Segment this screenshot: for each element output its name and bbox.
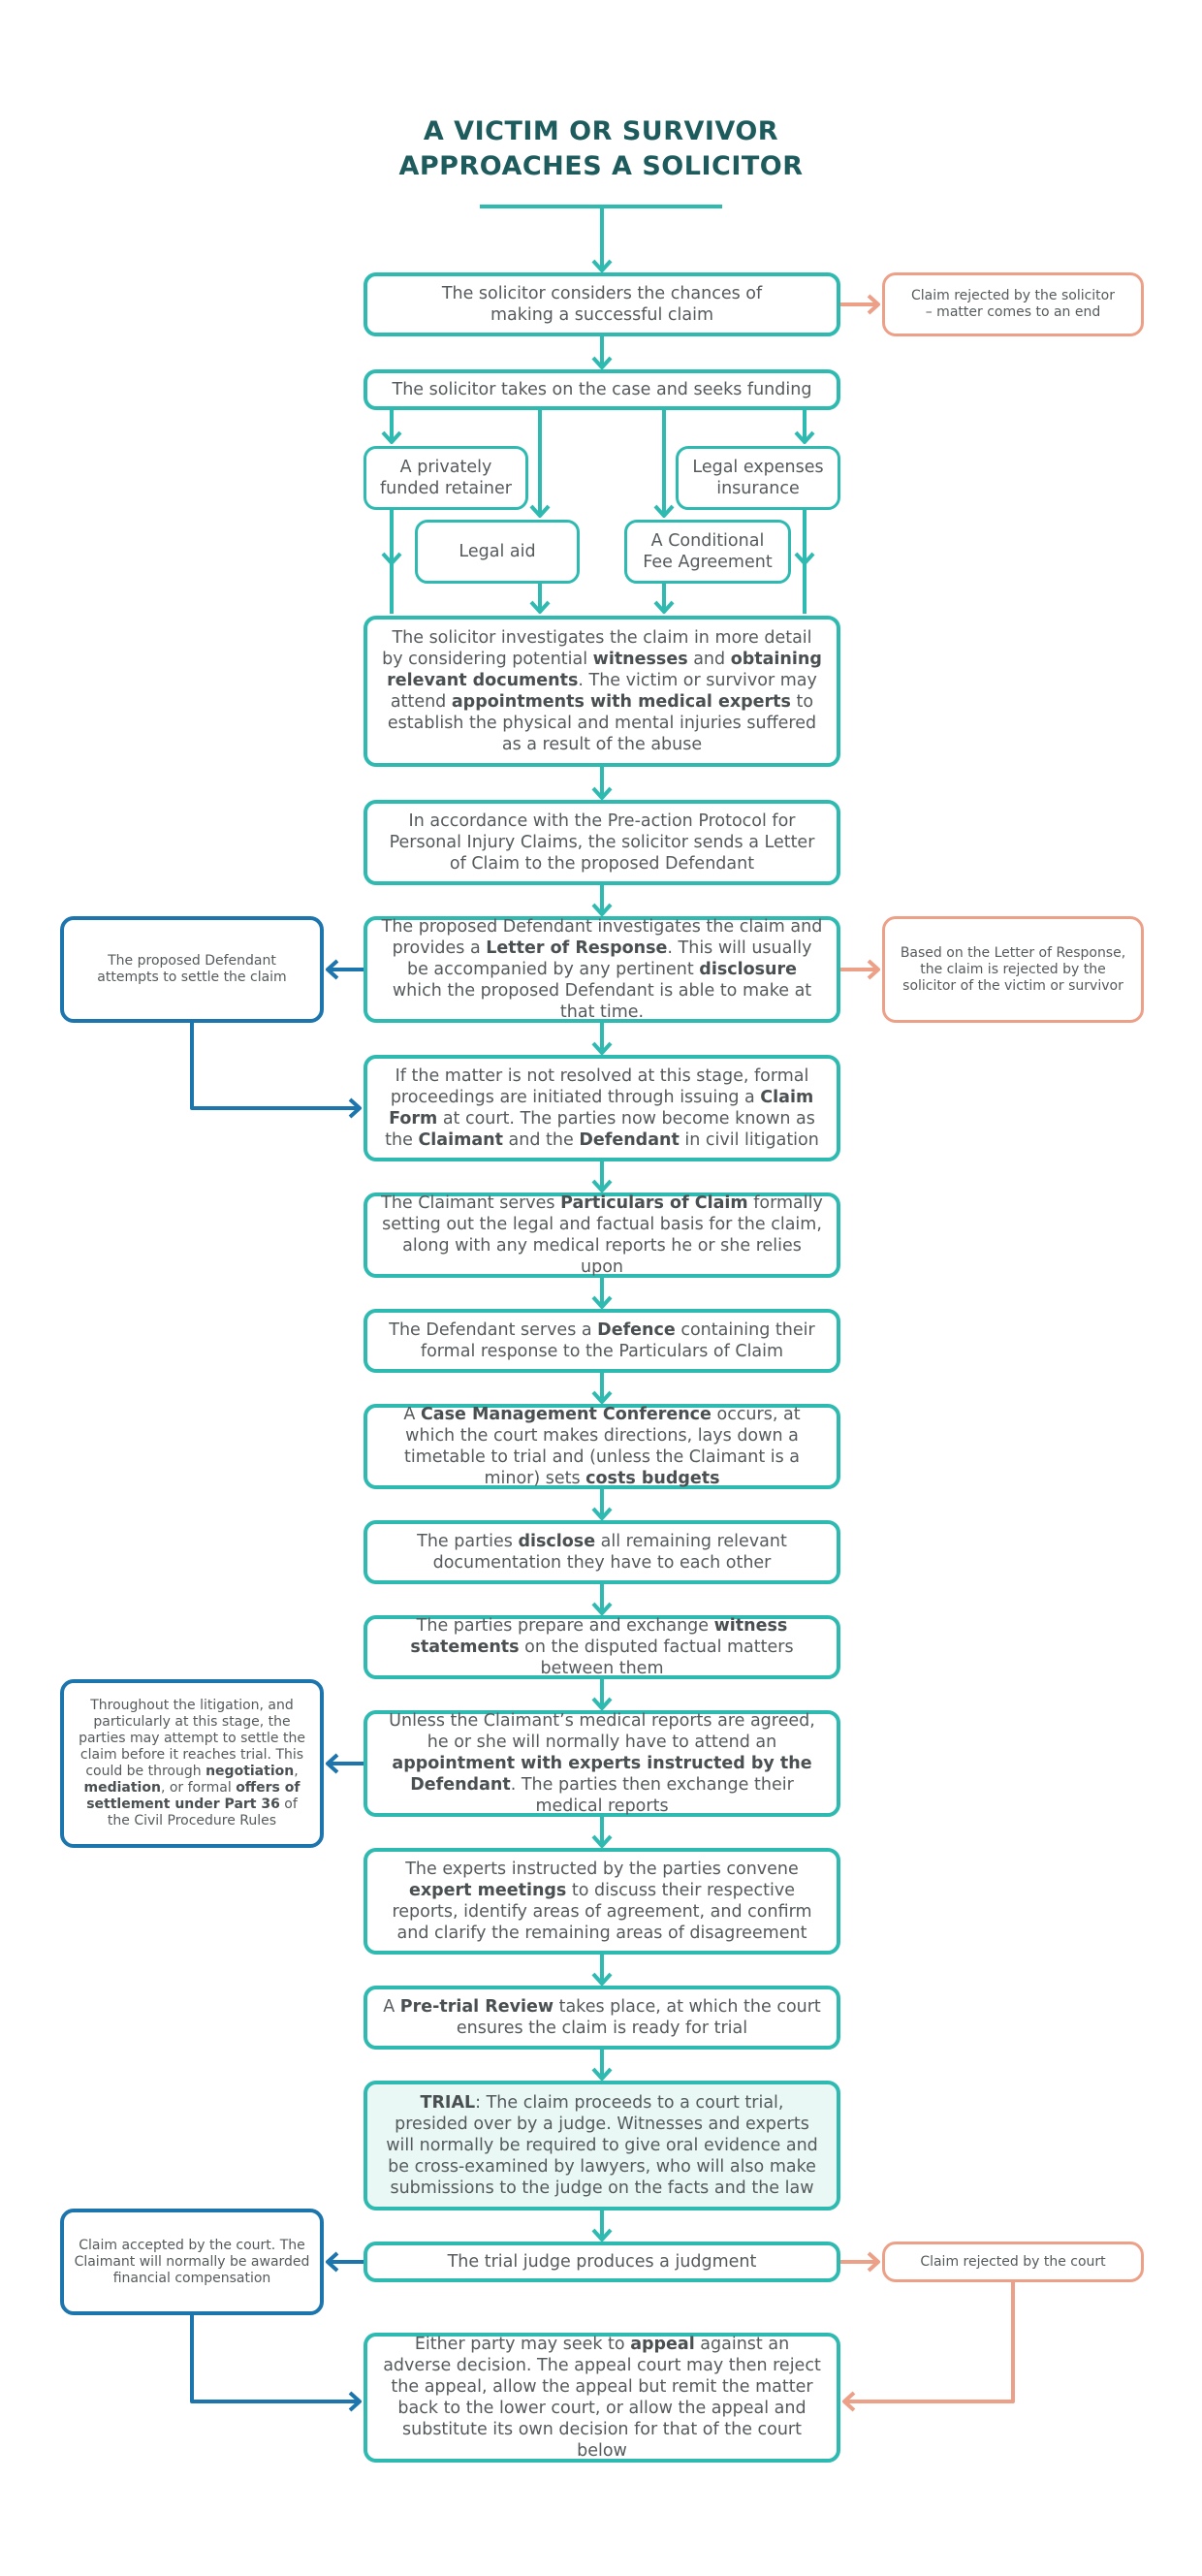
step-appeal: Either party may seek to appeal against … — [364, 2333, 840, 2463]
step-text: The parties disclose all remaining relev… — [417, 1532, 787, 1573]
step-letter-of-response: The proposed Defendant investigates the … — [364, 916, 840, 1023]
step-text: The experts instructed by the parties co… — [392, 1860, 812, 1943]
step-pre-trial-review: A Pre-trial Review takes place, at which… — [364, 1986, 840, 2050]
arrowhead — [842, 2391, 856, 2412]
step-witness-statements: The parties prepare and exchange witness… — [364, 1615, 840, 1679]
arrowhead — [591, 786, 613, 800]
arrowhead — [591, 903, 613, 916]
outcome-text: The proposed Defendant attempts to settl… — [97, 953, 287, 985]
connector-line — [190, 1023, 360, 1110]
connector-line — [190, 2315, 360, 2403]
arrowhead — [653, 600, 675, 614]
step-text: A Pre-trial Review takes place, at which… — [383, 1997, 821, 2038]
arrowhead — [591, 1507, 613, 1520]
arrowhead — [381, 430, 402, 444]
title-line-1: A VICTIM OR SURVIVOR — [423, 116, 779, 146]
arrowhead — [529, 504, 551, 518]
funding-text: A privately funded retainer — [380, 458, 512, 498]
step-pre-action-protocol: In accordance with the Pre-action Protoc… — [364, 800, 840, 885]
arrowhead — [867, 2251, 880, 2273]
outcome-text: Claim rejected by the solicitor – matter… — [910, 288, 1115, 320]
arrowhead — [591, 1179, 613, 1193]
arrowhead — [653, 504, 675, 518]
arrowhead — [591, 1390, 613, 1404]
step-expert-meetings: The experts instructed by the parties co… — [364, 1848, 840, 1955]
step-text: Unless the Claimant’s medical reports ar… — [389, 1711, 815, 1816]
step-text: The solicitor considers the chances of m… — [441, 284, 763, 325]
arrowhead — [326, 959, 339, 980]
arrowhead — [591, 2228, 613, 2242]
step-judgment: The trial judge produces a judgment — [364, 2242, 840, 2282]
step-medical-reports: Unless the Claimant’s medical reports ar… — [364, 1710, 840, 1817]
funding-text: A Conditional Fee Agreement — [643, 531, 773, 572]
outcome-text: Based on the Letter of Response, the cla… — [900, 944, 1126, 994]
step-defence: The Defendant serves a Defence containin… — [364, 1309, 840, 1373]
outcome-settle-throughout: Throughout the litigation, and particula… — [60, 1679, 324, 1848]
funding-cfa: A Conditional Fee Agreement — [624, 520, 791, 584]
funding-privately-funded: A privately funded retainer — [364, 446, 528, 510]
step-trial: TRIAL: The claim proceeds to a court tri… — [364, 2081, 840, 2210]
funding-text: Legal expenses insurance — [692, 458, 824, 498]
arrowhead — [326, 2251, 339, 2273]
outcome-rejected-by-solicitor: Claim rejected by the solicitor – matter… — [882, 272, 1144, 336]
outcome-rejected-letter: Based on the Letter of Response, the cla… — [882, 916, 1144, 1023]
arrowhead — [348, 2391, 362, 2412]
step-takes-case: The solicitor takes on the case and seek… — [364, 369, 840, 410]
outcome-attempt-settle: The proposed Defendant attempts to settl… — [60, 916, 324, 1023]
step-text: Either party may seek to appeal against … — [383, 2335, 821, 2461]
step-text: If the matter is not resolved at this st… — [385, 1066, 819, 1150]
arrowhead — [591, 2067, 613, 2081]
step-disclose: The parties disclose all remaining relev… — [364, 1520, 840, 1584]
step-text: The parties prepare and exchange witness… — [410, 1616, 794, 1678]
arrowhead — [591, 1295, 613, 1309]
arrowhead — [591, 1697, 613, 1710]
arrowhead — [591, 356, 613, 369]
arrowhead — [591, 1041, 613, 1055]
arrowhead — [591, 259, 613, 272]
step-particulars-of-claim: The Claimant serves Particulars of Claim… — [364, 1193, 840, 1278]
step-text: A Case Management Conference occurs, at … — [403, 1405, 801, 1488]
outcome-claim-accepted: Claim accepted by the court. The Claiman… — [60, 2209, 324, 2315]
arrowhead — [591, 1602, 613, 1615]
step-text: The solicitor takes on the case and seek… — [392, 380, 812, 399]
outcome-text: Claim accepted by the court. The Claiman… — [74, 2237, 310, 2286]
funding-legal-expenses: Legal expenses insurance — [676, 446, 840, 510]
step-text: The solicitor investigates the claim in … — [382, 628, 822, 754]
step-case-management-conference: A Case Management Conference occurs, at … — [364, 1404, 840, 1489]
step-investigates: The solicitor investigates the claim in … — [364, 616, 840, 767]
arrowhead — [794, 430, 815, 444]
step-claim-form: If the matter is not resolved at this st… — [364, 1055, 840, 1161]
funding-legal-aid: Legal aid — [415, 520, 580, 584]
outcome-rejected-court: Claim rejected by the court — [882, 2242, 1144, 2282]
outcome-text: Throughout the litigation, and particula… — [79, 1698, 305, 1829]
arrowhead — [529, 600, 551, 614]
arrowhead — [591, 1834, 613, 1848]
step-text: In accordance with the Pre-action Protoc… — [389, 811, 815, 874]
step-text: The proposed Defendant investigates the … — [381, 917, 823, 1022]
arrowhead — [867, 959, 880, 980]
arrowhead — [326, 1753, 339, 1774]
step-considers-chances: The solicitor considers the chances of m… — [364, 272, 840, 336]
page-title: A VICTIM OR SURVIVOR APPROACHES A SOLICI… — [291, 114, 911, 184]
arrowhead — [591, 1972, 613, 1986]
title-line-2: APPROACHES A SOLICITOR — [398, 151, 804, 181]
arrowhead — [348, 1097, 362, 1119]
funding-text: Legal aid — [459, 542, 536, 561]
step-text: TRIAL: The claim proceeds to a court tri… — [386, 2093, 818, 2198]
step-text: The Defendant serves a Defence containin… — [389, 1320, 815, 1361]
arrowhead — [867, 294, 880, 315]
step-text: The trial judge produces a judgment — [447, 2252, 757, 2272]
connector-line — [844, 2282, 1015, 2403]
outcome-text: Claim rejected by the court — [920, 2253, 1106, 2270]
step-text: The Claimant serves Particulars of Claim… — [381, 1193, 823, 1277]
